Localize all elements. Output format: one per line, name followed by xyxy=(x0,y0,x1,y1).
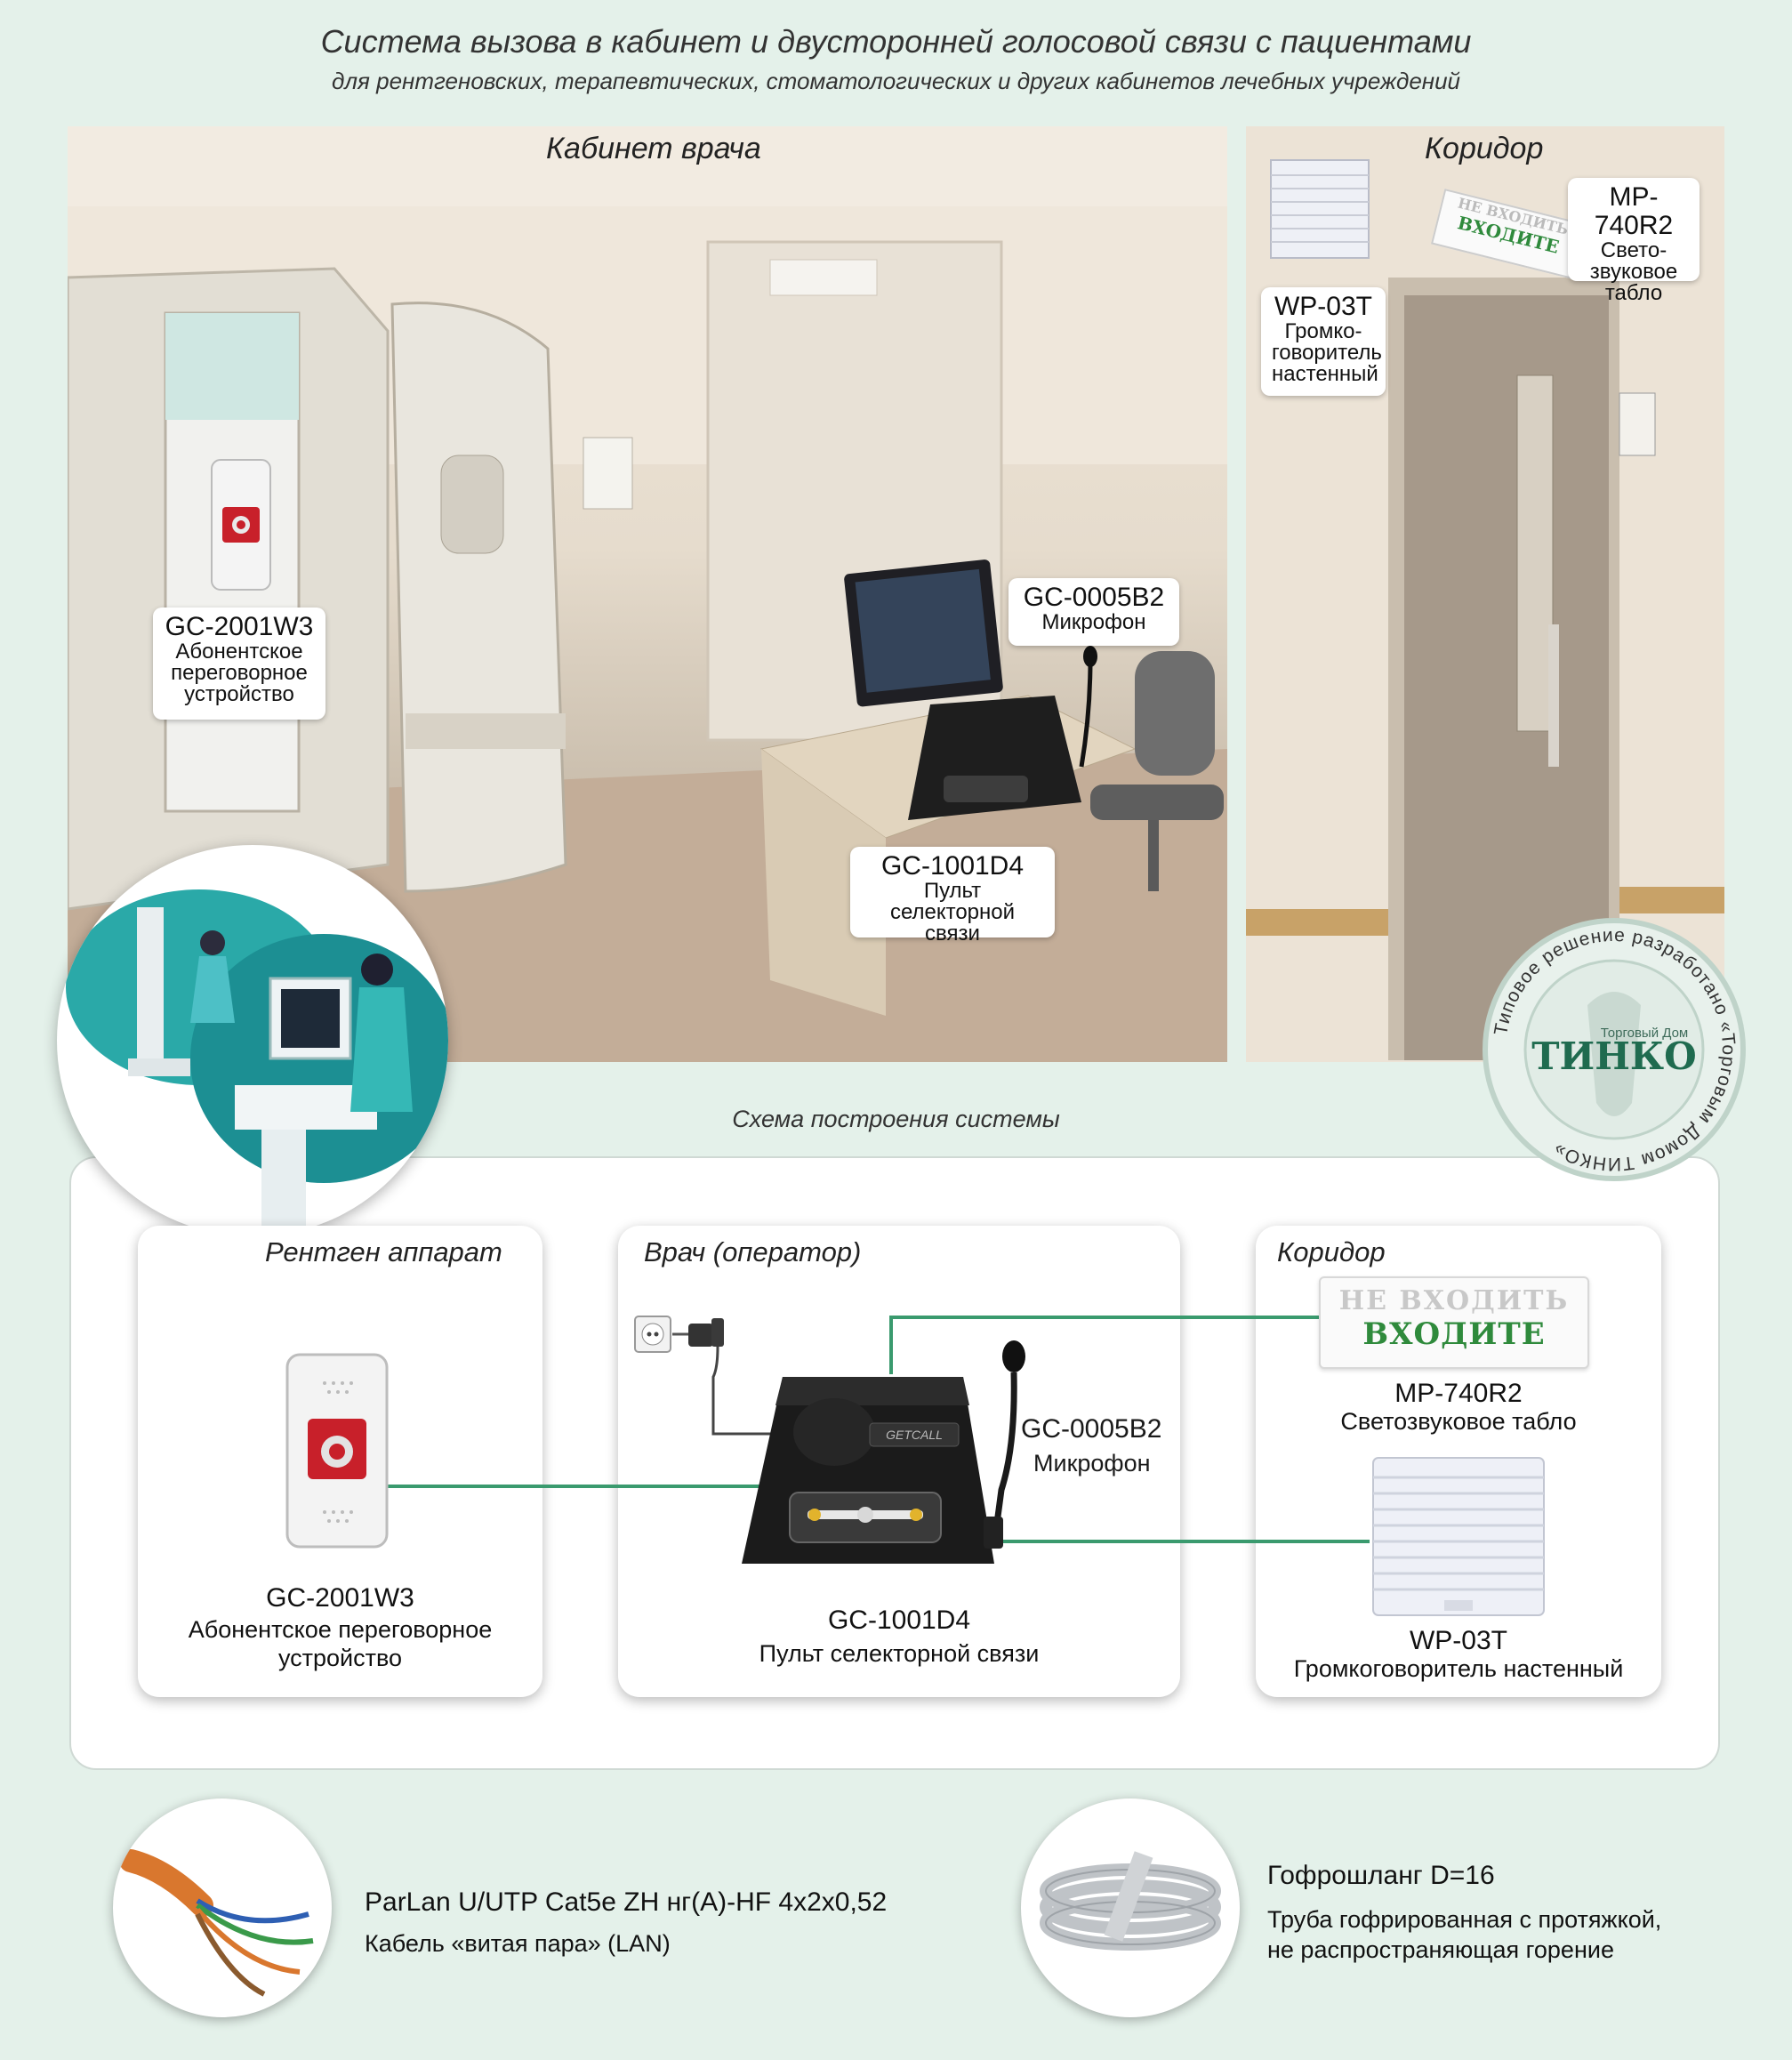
label-desc: Микрофон xyxy=(1041,610,1146,634)
label-desc: устройство xyxy=(184,682,294,706)
light-sound-board-schema: НЕ ВХОДИТЬ ВХОДИТЕ xyxy=(1319,1276,1589,1369)
doctor-room-illustration xyxy=(68,126,1227,1062)
lan-cable-desc: Кабель «витая пара» (LAN) xyxy=(365,1930,671,1957)
power-socket-icon xyxy=(634,1316,724,1426)
speaker-icon xyxy=(1372,1457,1545,1616)
card-doctor-title: Врач (оператор) xyxy=(644,1236,862,1267)
label-code: GC-0005B2 xyxy=(1023,583,1165,612)
hose-desc2: не распространяющая горение xyxy=(1267,1936,1614,1963)
board-code: MP-740R2 xyxy=(1394,1379,1523,1408)
intercom-icon xyxy=(211,459,271,591)
xray-device-code: GC-2001W3 xyxy=(266,1583,414,1613)
xray-device-desc2: устройство xyxy=(277,1645,403,1671)
hose-desc1: Труба гофрированная с протяжкой, xyxy=(1267,1906,1662,1933)
corridor-illustration xyxy=(1246,126,1724,1062)
label-desc: Пульт селекторной xyxy=(889,879,1016,924)
page-subtitle: для рентгеновских, терапевтических, стом… xyxy=(331,68,1461,94)
console-brand: GETCALL xyxy=(886,1428,943,1442)
twisted-pair-cable-icon xyxy=(119,1849,314,1997)
console-device-schema: GETCALL xyxy=(736,1334,1003,1574)
doctor-room-title: Кабинет врача xyxy=(546,132,761,165)
mic-code: GC-0005B2 xyxy=(1021,1414,1162,1444)
console-desc: Пульт селекторной связи xyxy=(759,1640,1040,1667)
speaker-code: WP-03T xyxy=(1409,1626,1507,1655)
label-desc: Громко- xyxy=(1284,319,1362,343)
corrugated-hose-icon xyxy=(1040,1851,1221,1951)
card-xray-title: Рентген аппарат xyxy=(265,1236,502,1267)
corridor-photo-title: Коридор xyxy=(1425,132,1544,165)
label-code: WP-03T xyxy=(1274,292,1372,321)
board-desc: Светозвуковое табло xyxy=(1340,1408,1577,1435)
power-cable xyxy=(711,1423,779,1436)
label-code: MP-740R2 xyxy=(1594,182,1674,240)
stamp-seal: Типовое решение разработано «Торговым До… xyxy=(1483,918,1746,1181)
label-speaker-photo: WP-03T Громко- говоритель настенный xyxy=(1261,287,1386,396)
intercom-device-schema xyxy=(285,1352,390,1549)
page-title: Система вызова в кабинет и двусторонней … xyxy=(320,23,1472,60)
label-code: GC-2001W3 xyxy=(165,612,314,641)
tinko-stamp: Типовое решение разработано «Торговым До… xyxy=(1481,916,1748,1183)
stamp-brand-text: ТИНКО xyxy=(1531,1034,1696,1078)
console-icon: GETCALL xyxy=(742,1377,994,1564)
label-desc: Свето- xyxy=(1600,238,1667,262)
label-desc: табло xyxy=(1604,281,1663,305)
speaker-device-schema xyxy=(1370,1454,1547,1619)
label-desc: говоритель xyxy=(1272,341,1382,365)
card-corridor-title: Коридор xyxy=(1277,1236,1386,1267)
label-intercom-photo: GC-2001W3 Абонентское переговорное устро… xyxy=(153,608,325,720)
label-desc: настенный xyxy=(1272,362,1378,386)
power-adapter xyxy=(633,1315,758,1430)
intercom-device-photo xyxy=(210,458,272,591)
label-code: GC-1001D4 xyxy=(880,851,1025,881)
line-console-board xyxy=(889,1316,1319,1374)
label-board-photo: MP-740R2 Свето- звуковое табло xyxy=(1568,178,1700,304)
stamp-small-text: Торговый Дом xyxy=(1601,1026,1688,1041)
hose-circle xyxy=(1021,1798,1240,2017)
label-microphone-photo: GC-0005B2 Микрофон xyxy=(1009,578,1179,646)
hose-name: Гофрошланг D=16 xyxy=(1267,1861,1495,1890)
console-code: GC-1001D4 xyxy=(827,1605,971,1635)
label-desc: звуковое xyxy=(1589,260,1678,284)
label-desc: связи xyxy=(925,921,980,946)
lan-cable-circle xyxy=(113,1798,332,2017)
microphone-device-schema xyxy=(976,1339,1030,1552)
board-line-on: ВХОДИТЕ xyxy=(1362,1316,1546,1352)
corridor-photo xyxy=(1246,126,1724,1062)
medical-illustration-circle xyxy=(57,845,448,1236)
label-console-photo: GC-1001D4 Пульт селекторной связи xyxy=(850,847,1055,945)
label-desc: переговорное xyxy=(171,661,308,685)
mic-desc: Микрофон xyxy=(1033,1450,1151,1477)
xray-device-desc1: Абонентское переговорное xyxy=(188,1616,493,1643)
xray-operator-illustration xyxy=(66,889,448,1236)
schema-caption: Схема построения системы xyxy=(732,1106,1060,1132)
speaker-desc: Громкоговоритель настенный xyxy=(1293,1655,1624,1682)
lan-cable-name: ParLan U/UTP Cat5e ZH нг(А)-HF 4x2x0,52 xyxy=(365,1887,888,1917)
label-desc: Абонентское xyxy=(175,640,303,664)
microphone-icon xyxy=(984,1340,1025,1549)
intercom-icon xyxy=(285,1353,389,1549)
board-line-off: НЕ ВХОДИТЬ xyxy=(1338,1285,1570,1316)
